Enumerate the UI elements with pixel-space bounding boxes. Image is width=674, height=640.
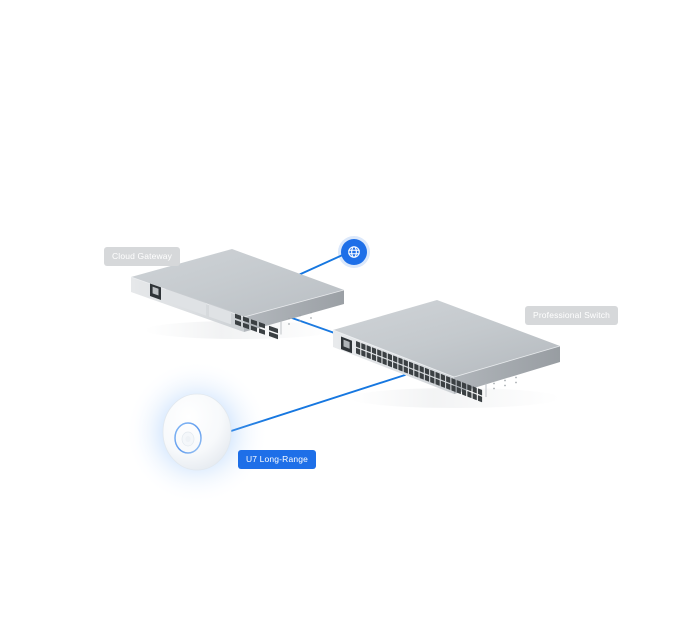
gateway-bay-2-edge xyxy=(208,303,232,312)
switch-top-face xyxy=(333,300,560,377)
gateway-side-vents xyxy=(288,311,312,325)
gateway-side-face xyxy=(244,290,344,332)
globe-icon xyxy=(347,245,361,259)
switch-edge-highlight xyxy=(332,329,561,378)
switch-display-inner xyxy=(343,339,350,349)
gateway-bay-1-edge xyxy=(165,288,207,304)
label-cloud-gateway[interactable]: Cloud Gateway xyxy=(104,247,181,266)
accesspoint-body xyxy=(163,394,231,470)
gateway-port-cluster xyxy=(235,313,278,340)
switch-shadow xyxy=(350,388,560,408)
label-u7-long-range[interactable]: U7 Long-Range xyxy=(238,450,316,469)
device-cloud-gateway[interactable] xyxy=(130,249,345,340)
accesspoint-body-edge xyxy=(162,393,232,471)
device-u7-long-range[interactable] xyxy=(125,360,269,504)
switch-port-array xyxy=(356,341,483,403)
accesspoint-center-dot xyxy=(185,436,191,442)
gateway-bay-2 xyxy=(209,303,231,325)
switch-side-face xyxy=(454,346,560,394)
internet-badge[interactable] xyxy=(341,239,367,265)
accesspoint-led-ring xyxy=(174,422,202,454)
switch-side-vents xyxy=(493,376,517,390)
device-professional-switch[interactable] xyxy=(332,300,561,408)
gateway-bay-1 xyxy=(166,288,206,316)
gateway-top-face xyxy=(131,249,344,317)
gateway-front-panel xyxy=(150,283,312,340)
label-professional-switch[interactable]: Professional Switch xyxy=(525,306,619,325)
gateway-display-inner xyxy=(152,286,159,296)
